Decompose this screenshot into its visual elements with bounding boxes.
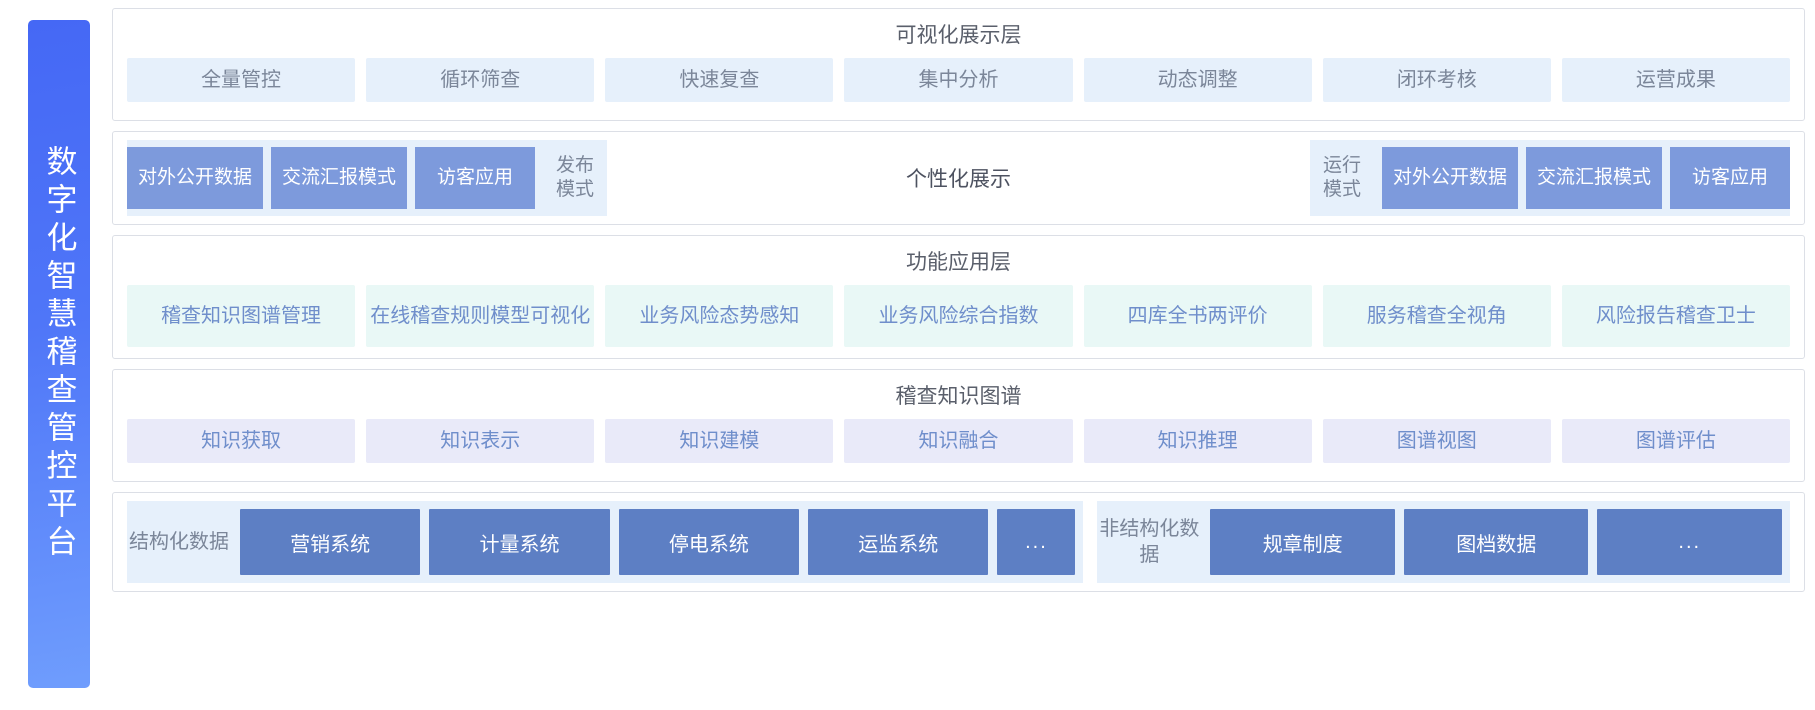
chip-visitor-app[interactable]: 访客应用 (1670, 147, 1790, 209)
data-tile-marketing-system[interactable]: 营销系统 (240, 509, 421, 575)
tile-visualization[interactable]: 快速复查 (605, 58, 834, 102)
chip-visitor-app[interactable]: 访客应用 (415, 147, 535, 209)
structured-data-label: 结构化数据 (129, 531, 229, 553)
chip-report-mode[interactable]: 交流汇报模式 (271, 147, 407, 209)
layer-function-title: 功能应用层 (906, 251, 1011, 274)
tile-visualization[interactable]: 集中分析 (844, 58, 1073, 102)
chip-running-mode[interactable]: 运行模式 (1322, 155, 1361, 200)
tile-visualization[interactable]: 闭环考核 (1322, 58, 1551, 102)
layer-knowledge-graph-tiles: 知识获取 知识表示 知识建模 知识融合 知识推理 图谱视图 图谱评估 (113, 419, 1804, 477)
data-tile-drawing-archive[interactable]: 图档数据 (1403, 509, 1589, 575)
layer-modes: 对外公开数据 交流汇报模式 访客应用 发布模式 个性化展示 运行模式 对外公开数… (112, 131, 1805, 225)
tile-knowledge-graph[interactable]: 知识获取 (127, 419, 356, 463)
layer-visualization: 可视化展示层 全量管控 循环筛查 快速复查 集中分析 动态调整 闭环考核 运营成… (112, 8, 1805, 121)
unstructured-data-label: 非结构化数据 (1099, 518, 1200, 566)
tile-knowledge-graph[interactable]: 知识推理 (1083, 419, 1312, 463)
chip-public-data[interactable]: 对外公开数据 (1382, 147, 1518, 209)
layer-visualization-tiles: 全量管控 循环筛查 快速复查 集中分析 动态调整 闭环考核 运营成果 (113, 58, 1804, 118)
tile-function[interactable]: 服务稽查全视角 (1322, 285, 1551, 347)
tile-knowledge-graph[interactable]: 知识融合 (844, 419, 1073, 463)
data-tile-operation-monitor-system[interactable]: 运监系统 (808, 509, 989, 575)
data-group-structured: 结构化数据 营销系统 计量系统 停电系统 运监系统 ... (127, 501, 1084, 583)
tile-visualization[interactable]: 运营成果 (1561, 58, 1790, 102)
tile-knowledge-graph[interactable]: 图谱视图 (1322, 419, 1551, 463)
chip-publish-mode[interactable]: 发布模式 (555, 155, 594, 200)
platform-title-bar: 数字化智慧稽查管控平台 (28, 20, 90, 688)
tile-function[interactable]: 业务风险综合指数 (844, 285, 1073, 347)
layer-visualization-title: 可视化展示层 (895, 24, 1022, 47)
tile-function[interactable]: 在线稽查规则模型可视化 (366, 285, 595, 347)
chip-public-data[interactable]: 对外公开数据 (127, 147, 263, 209)
tile-function[interactable]: 风险报告稽查卫士 (1561, 285, 1790, 347)
tile-function[interactable]: 稽查知识图谱管理 (127, 285, 356, 347)
layer-function: 功能应用层 稽查知识图谱管理 在线稽查规则模型可视化 业务风险态势感知 业务风险… (112, 235, 1805, 359)
tile-visualization[interactable]: 全量管控 (127, 58, 356, 102)
mode-group-left: 对外公开数据 交流汇报模式 访客应用 发布模式 (127, 140, 607, 216)
layer-data-source: 结构化数据 营销系统 计量系统 停电系统 运监系统 ... 非结构化数据 规章制… (112, 492, 1805, 592)
data-tile-metering-system[interactable]: 计量系统 (429, 509, 610, 575)
personalized-display-label: 个性化展示 (607, 140, 1310, 216)
mode-group-right: 运行模式 对外公开数据 交流汇报模式 访客应用 (1310, 140, 1790, 216)
data-tile-regulations[interactable]: 规章制度 (1210, 509, 1395, 575)
data-tile-outage-system[interactable]: 停电系统 (618, 509, 800, 575)
layer-stack: 可视化展示层 全量管控 循环筛查 快速复查 集中分析 动态调整 闭环考核 运营成… (112, 8, 1805, 702)
tile-visualization[interactable]: 动态调整 (1083, 58, 1312, 102)
layer-function-tiles: 稽查知识图谱管理 在线稽查规则模型可视化 业务风险态势感知 业务风险综合指数 四… (113, 285, 1804, 361)
data-tile-more[interactable]: ... (997, 509, 1076, 575)
tile-function[interactable]: 业务风险态势感知 (605, 285, 834, 347)
tile-knowledge-graph[interactable]: 图谱评估 (1561, 419, 1790, 463)
tile-function[interactable]: 四库全书两评价 (1083, 285, 1312, 347)
layer-knowledge-graph-title: 稽查知识图谱 (895, 385, 1022, 408)
tile-visualization[interactable]: 循环筛查 (366, 58, 595, 102)
data-tile-more[interactable]: ... (1597, 509, 1783, 575)
platform-title: 数字化智慧稽查管控平台 (41, 145, 77, 563)
layer-knowledge-graph: 稽查知识图谱 知识获取 知识表示 知识建模 知识融合 知识推理 图谱视图 图谱评… (112, 369, 1805, 482)
chip-report-mode[interactable]: 交流汇报模式 (1526, 147, 1662, 209)
data-group-unstructured: 非结构化数据 规章制度 图档数据 ... (1097, 501, 1790, 583)
tile-knowledge-graph[interactable]: 知识建模 (605, 419, 834, 463)
tile-knowledge-graph[interactable]: 知识表示 (366, 419, 595, 463)
